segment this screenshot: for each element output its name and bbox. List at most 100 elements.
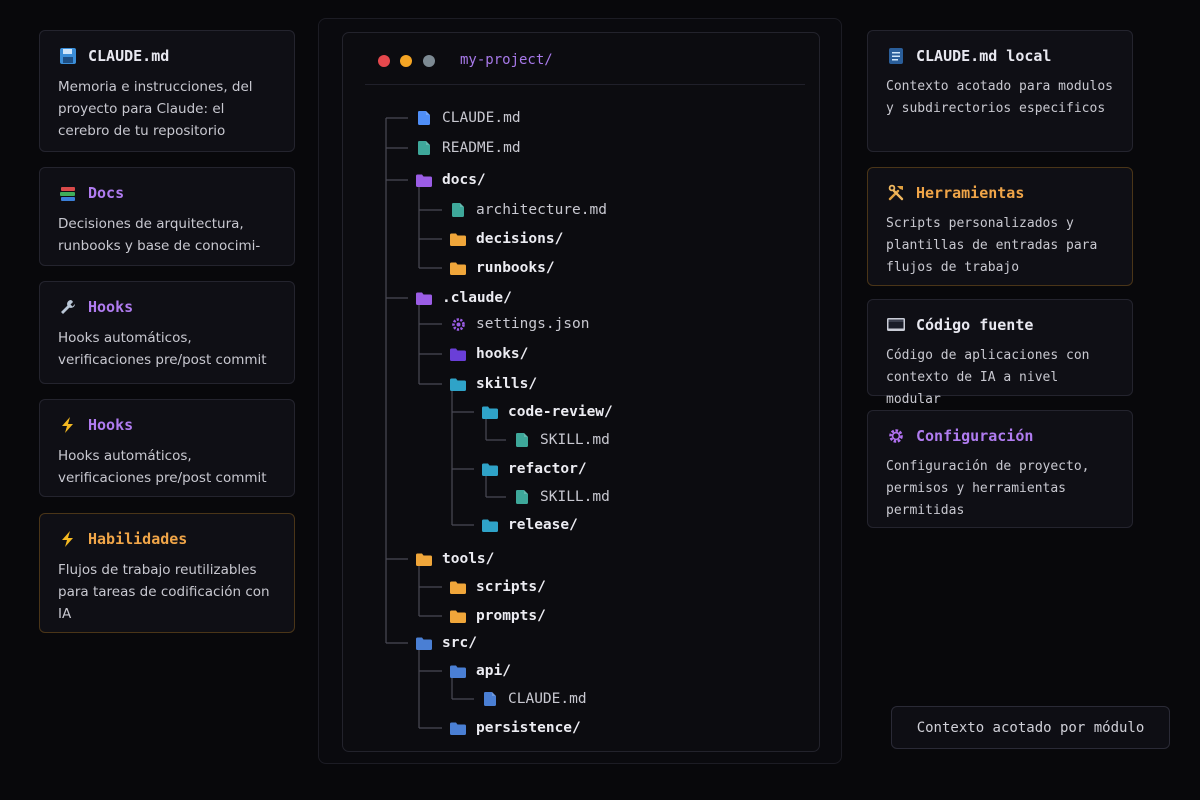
tree-label: .claude/	[442, 290, 512, 306]
tree-file[interactable]: settings.json	[450, 314, 590, 334]
folder-icon	[450, 609, 466, 623]
card-description: Configuración de proyecto, permisos y he…	[886, 459, 1090, 518]
folder-icon	[482, 405, 498, 419]
floppy-icon	[58, 46, 78, 66]
folder-icon	[416, 173, 432, 187]
tree-label: SKILL.md	[540, 489, 610, 505]
tree-folder[interactable]: docs/	[416, 170, 486, 190]
card-codigo-fuente: Código fuente Código de aplicaciones con…	[867, 299, 1133, 407]
card-configuracion: Configuración Configuración de proyecto,…	[867, 410, 1133, 528]
tree-label: scripts/	[476, 579, 546, 595]
tree-file[interactable]: README.md	[416, 138, 521, 158]
card-habilidades: Habilidades Flujos de trabajo reutilizab…	[39, 513, 295, 633]
tree-folder[interactable]: release/	[482, 515, 578, 535]
tree-label: settings.json	[476, 316, 590, 332]
tree-folder[interactable]: refactor/	[482, 459, 587, 479]
tree-folder[interactable]: skills/	[450, 374, 537, 394]
tools-icon	[886, 183, 906, 203]
close-dot[interactable]	[378, 55, 390, 67]
maximize-dot[interactable]	[423, 55, 435, 67]
tree-folder[interactable]: code-review/	[482, 402, 613, 422]
gear-icon	[886, 426, 906, 446]
card-hooks-lightning: Hooks Hooks automáticos, verificaciones …	[39, 399, 295, 497]
tree-folder[interactable]: src/	[416, 633, 477, 653]
tree-file[interactable]: architecture.md	[450, 200, 607, 220]
card-description: Contexto acotado para modulos y subdirec…	[886, 79, 1113, 116]
card-title: CLAUDE.md local	[916, 47, 1052, 65]
card-description: Flujos de trabajo reutilizables para tar…	[58, 562, 270, 622]
tree-label: refactor/	[508, 461, 587, 477]
tree-label: src/	[442, 635, 477, 651]
file-icon	[416, 141, 432, 155]
lightning-icon	[58, 529, 78, 549]
gear-icon	[450, 317, 466, 331]
tree-label: prompts/	[476, 608, 546, 624]
file-icon	[416, 111, 432, 125]
wrench-icon	[58, 297, 78, 317]
folder-icon	[416, 636, 432, 650]
folder-icon	[450, 664, 466, 678]
card-herramientas: Herramientas Scripts personalizados y pl…	[867, 167, 1133, 286]
tree-label: tools/	[442, 551, 495, 567]
file-icon	[514, 490, 530, 504]
tree-folder[interactable]: runbooks/	[450, 258, 555, 278]
tree-file[interactable]: SKILL.md	[514, 487, 610, 507]
monitor-icon	[886, 315, 906, 335]
card-title: Docs	[88, 184, 125, 202]
tree-folder[interactable]: persistence/	[450, 718, 581, 738]
tree-label: skills/	[476, 376, 538, 392]
tree-folder[interactable]: decisions/	[450, 229, 563, 249]
tree-label: architecture.md	[476, 202, 607, 218]
tree-file[interactable]: SKILL.md	[514, 430, 610, 450]
tree-label: CLAUDE.md	[508, 691, 587, 707]
card-description: Hooks automáticos, verificaciones pre/po…	[58, 330, 267, 368]
folder-icon	[482, 462, 498, 476]
terminal-divider	[365, 84, 805, 85]
file-icon	[482, 692, 498, 706]
tree-label: docs/	[442, 172, 486, 188]
card-claude-md-local: CLAUDE.md local Contexto acotado para mo…	[867, 30, 1133, 152]
folder-icon	[450, 261, 466, 275]
card-title: Hooks	[88, 416, 134, 434]
tree-label: README.md	[442, 140, 521, 156]
tree-label: runbooks/	[476, 260, 555, 276]
card-title: Herramientas	[916, 184, 1025, 202]
terminal-title: my-project/	[460, 52, 553, 68]
card-description: Scripts personalizados y plantillas de e…	[886, 216, 1098, 275]
card-title: Habilidades	[88, 530, 188, 548]
tree-folder[interactable]: tools/	[416, 549, 494, 569]
folder-icon	[416, 291, 432, 305]
tree-file[interactable]: CLAUDE.md	[482, 689, 587, 709]
folder-icon	[450, 580, 466, 594]
folder-icon	[450, 232, 466, 246]
folder-icon	[482, 518, 498, 532]
tree-label: CLAUDE.md	[442, 110, 521, 126]
tree-file[interactable]: CLAUDE.md	[416, 108, 521, 128]
tree-label: decisions/	[476, 231, 564, 247]
tree-label: release/	[508, 517, 578, 533]
tree-label: api/	[476, 663, 511, 679]
tree-folder[interactable]: hooks/	[450, 344, 528, 364]
tree-label: SKILL.md	[540, 432, 610, 448]
card-title: Configuración	[916, 427, 1034, 445]
lightning-icon	[58, 415, 78, 435]
folder-icon	[450, 347, 466, 361]
tree-folder[interactable]: prompts/	[450, 606, 546, 626]
tree-folder[interactable]: .claude/	[416, 288, 512, 308]
folder-icon	[416, 552, 432, 566]
books-icon	[58, 183, 78, 203]
scope-badge: Contexto acotado por módulo	[891, 706, 1170, 749]
card-description: Decisiones de arquitectura, runbooks y b…	[58, 216, 261, 254]
card-claude-md: CLAUDE.md Memoria e instrucciones, del p…	[39, 30, 295, 152]
minimize-dot[interactable]	[400, 55, 412, 67]
file-icon	[450, 203, 466, 217]
folder-icon	[450, 721, 466, 735]
tree-label: hooks/	[476, 346, 529, 362]
tree-label: code-review/	[508, 404, 613, 420]
tree-folder[interactable]: api/	[450, 661, 511, 681]
card-title: Código fuente	[916, 316, 1034, 334]
tree-folder[interactable]: scripts/	[450, 577, 546, 597]
folder-icon	[450, 377, 466, 391]
card-description: Código de aplicaciones con contexto de I…	[886, 348, 1090, 407]
